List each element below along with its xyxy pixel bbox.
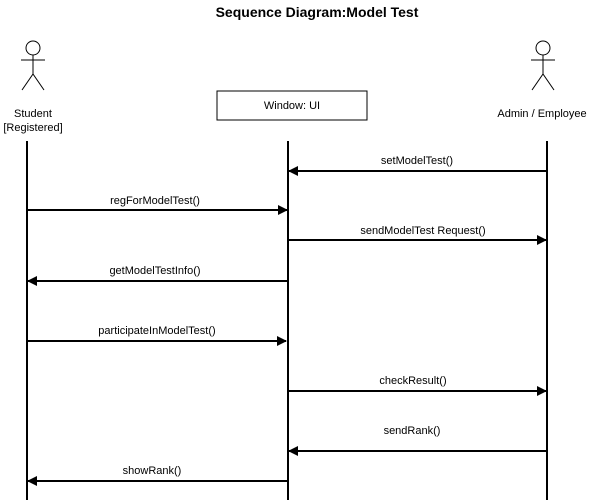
window-ui-box bbox=[216, 90, 368, 121]
admin-label: Admin / Employee bbox=[497, 108, 586, 120]
window-ui-label: Window: UI bbox=[264, 100, 320, 112]
message-send-rank: sendRank() bbox=[288, 425, 547, 456]
svg-text:checkResult(): checkResult() bbox=[379, 375, 446, 387]
svg-text:sendRank(): sendRank() bbox=[384, 425, 441, 437]
svg-text:sendModelTest Request(): sendModelTest Request() bbox=[360, 225, 485, 237]
svg-text:getModelTestInfo(): getModelTestInfo() bbox=[109, 265, 200, 277]
message-check-result: checkResult() bbox=[289, 375, 547, 396]
student-label: Student bbox=[14, 108, 52, 120]
svg-text:showRank(): showRank() bbox=[123, 465, 182, 477]
message-send-model-test-request: sendModelTest Request() bbox=[289, 225, 547, 245]
student-sublabel: [Registered] bbox=[3, 122, 62, 134]
svg-text:participateInModelTest(): participateInModelTest() bbox=[98, 325, 215, 337]
message-set-model-test: setModelTest() bbox=[288, 155, 547, 176]
message-get-model-test-info: getModelTestInfo() bbox=[27, 265, 287, 286]
message-participate-in-model-test: participateInModelTest() bbox=[27, 325, 287, 346]
admin-actor-icon bbox=[531, 40, 555, 91]
message-reg-for-model-test: regForModelTest() bbox=[27, 195, 288, 215]
svg-text:regForModelTest(): regForModelTest() bbox=[110, 195, 200, 207]
message-show-rank: showRank() bbox=[27, 465, 287, 486]
student-actor-icon bbox=[21, 40, 45, 91]
svg-text:setModelTest(): setModelTest() bbox=[381, 155, 453, 167]
diagram-title: Sequence Diagram:Model Test bbox=[216, 4, 419, 20]
